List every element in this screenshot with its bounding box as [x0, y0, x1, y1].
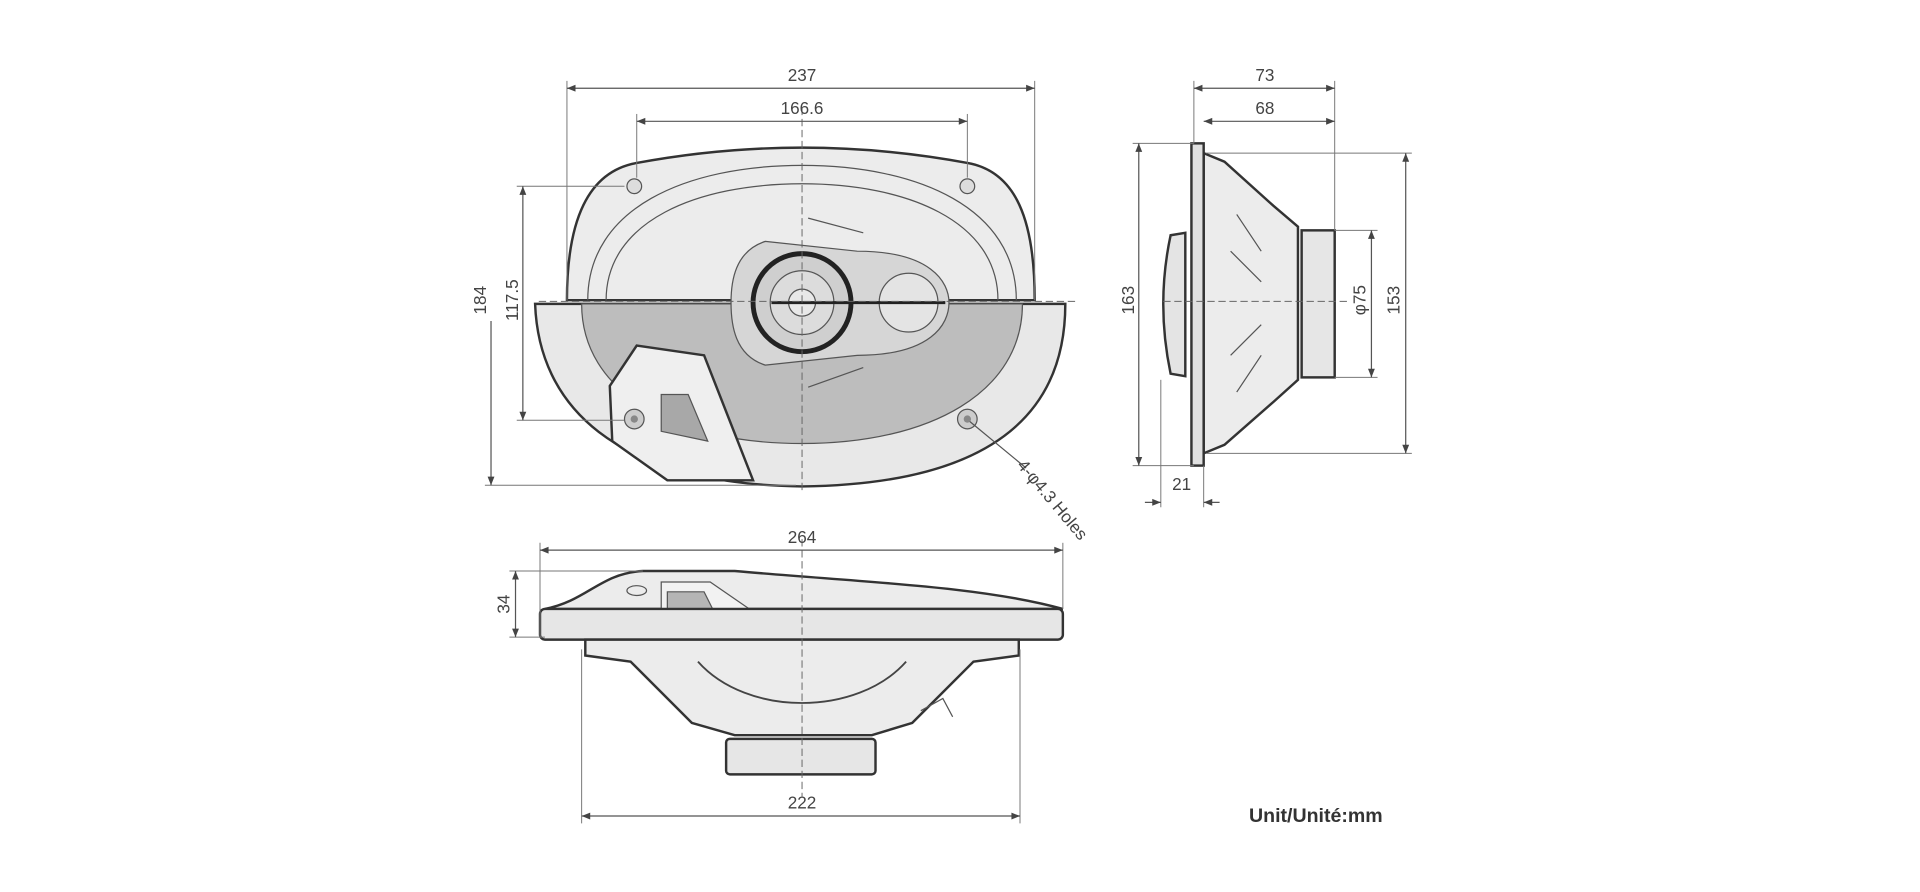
bottom-view: 264 34 222	[493, 527, 1065, 824]
bottom-grille	[544, 569, 1064, 611]
dim-overall-depth: 73	[1255, 65, 1274, 85]
mounting-hole-icon	[959, 178, 976, 195]
side-flange	[1190, 142, 1205, 467]
holes-note: 4-φ4.3 Holes	[1013, 455, 1092, 543]
dim-mount-height: 34	[493, 594, 513, 614]
unit-label: Unit/Unité:mm	[1249, 805, 1383, 827]
bottom-flange	[538, 607, 1065, 641]
dim-mount-depth: 68	[1255, 98, 1274, 118]
dim-front-height: 184	[470, 285, 490, 314]
front-view: 237 166.6 117.5 184 4-φ4.3 Holes	[470, 65, 1092, 544]
dim-hole-spacing-height: 117.5	[502, 279, 522, 321]
mounting-hole-icon	[623, 408, 645, 430]
side-view: 73 68 163 153 φ75 21	[1118, 65, 1412, 508]
dim-side-height: 163	[1118, 286, 1138, 315]
side-basket	[1202, 151, 1300, 456]
mounting-hole-icon	[626, 178, 643, 195]
side-magnet	[1300, 229, 1336, 379]
dim-hole-spacing-width: 166.6	[781, 98, 824, 118]
dim-tweeter-protrusion: 21	[1172, 474, 1191, 494]
dim-basket-height: 153	[1384, 286, 1404, 315]
front-bracket-insert	[660, 393, 709, 442]
dim-cutout-width: 222	[788, 793, 817, 813]
bottom-magnet	[724, 737, 877, 776]
dim-bottom-width: 264	[788, 527, 817, 547]
dim-magnet-diameter: φ75	[1349, 285, 1369, 315]
side-tweeter	[1162, 231, 1187, 378]
dim-front-width: 237	[788, 65, 817, 85]
